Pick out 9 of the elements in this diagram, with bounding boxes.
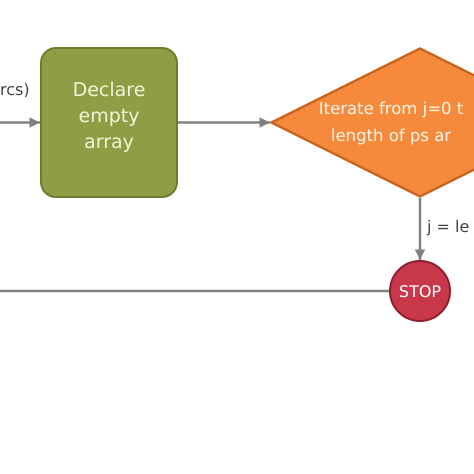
connector-arrow bbox=[414, 198, 426, 260]
node-text: Iterate from j=0 t length of ps ar bbox=[318, 98, 464, 147]
node-text: Declare empty array bbox=[72, 78, 146, 155]
edge-label: j = le bbox=[427, 217, 470, 236]
connector-arrow bbox=[0, 117, 40, 128]
process-box bbox=[40, 47, 178, 198]
node-text: STOP bbox=[398, 282, 442, 300]
edge-label: rcs) bbox=[0, 80, 30, 99]
connector-arrow bbox=[178, 117, 270, 128]
